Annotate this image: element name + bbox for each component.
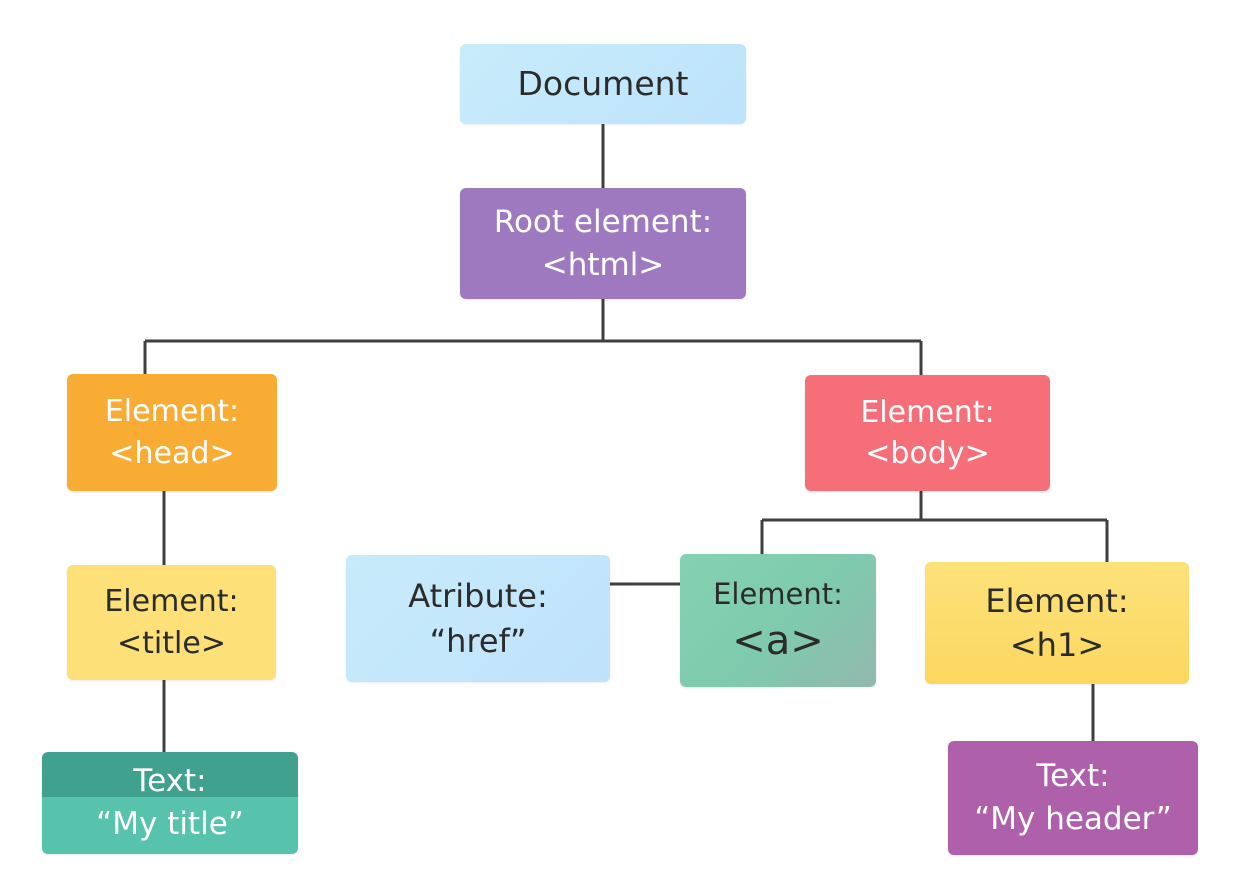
node-my-title-label: Text: (133, 762, 207, 799)
node-title-tag: <title> (117, 625, 226, 661)
node-a-tag: <a> (732, 617, 824, 664)
node-my-title-value: “My title” (96, 806, 244, 842)
node-head-element: Element: <head> (67, 374, 277, 491)
node-h1-element: Element: <h1> (925, 562, 1189, 684)
node-body-tag: <body> (865, 436, 990, 471)
node-document-label: Document (517, 64, 689, 104)
node-h1-label: Element: (985, 581, 1129, 620)
node-root-element: Root element: <html> (460, 188, 746, 299)
node-my-header-value: “My header” (974, 801, 1172, 837)
node-attribute-label: Atribute: (408, 577, 548, 616)
node-head-tag: <head> (109, 435, 235, 471)
node-a-label: Element: (713, 577, 843, 612)
node-root-label: Root element: (493, 203, 713, 240)
node-root-tag: <html> (541, 246, 665, 283)
node-body-label: Element: (860, 394, 995, 430)
node-title-label: Element: (104, 584, 239, 620)
node-text-my-header: Text: “My header” (948, 741, 1198, 855)
node-head-label: Element: (104, 394, 240, 430)
node-h1-tag: <h1> (1009, 626, 1105, 664)
node-attribute-value: “href” (429, 621, 527, 660)
node-my-header-label: Text: (1036, 758, 1110, 795)
node-attribute-href: Atribute: “href” (346, 555, 610, 682)
node-document: Document (460, 44, 746, 124)
node-title-element: Element: <title> (67, 565, 276, 680)
node-body-element: Element: <body> (805, 375, 1050, 491)
node-text-my-title: Text: “My title” (42, 752, 298, 854)
node-a-element: Element: <a> (680, 554, 876, 687)
